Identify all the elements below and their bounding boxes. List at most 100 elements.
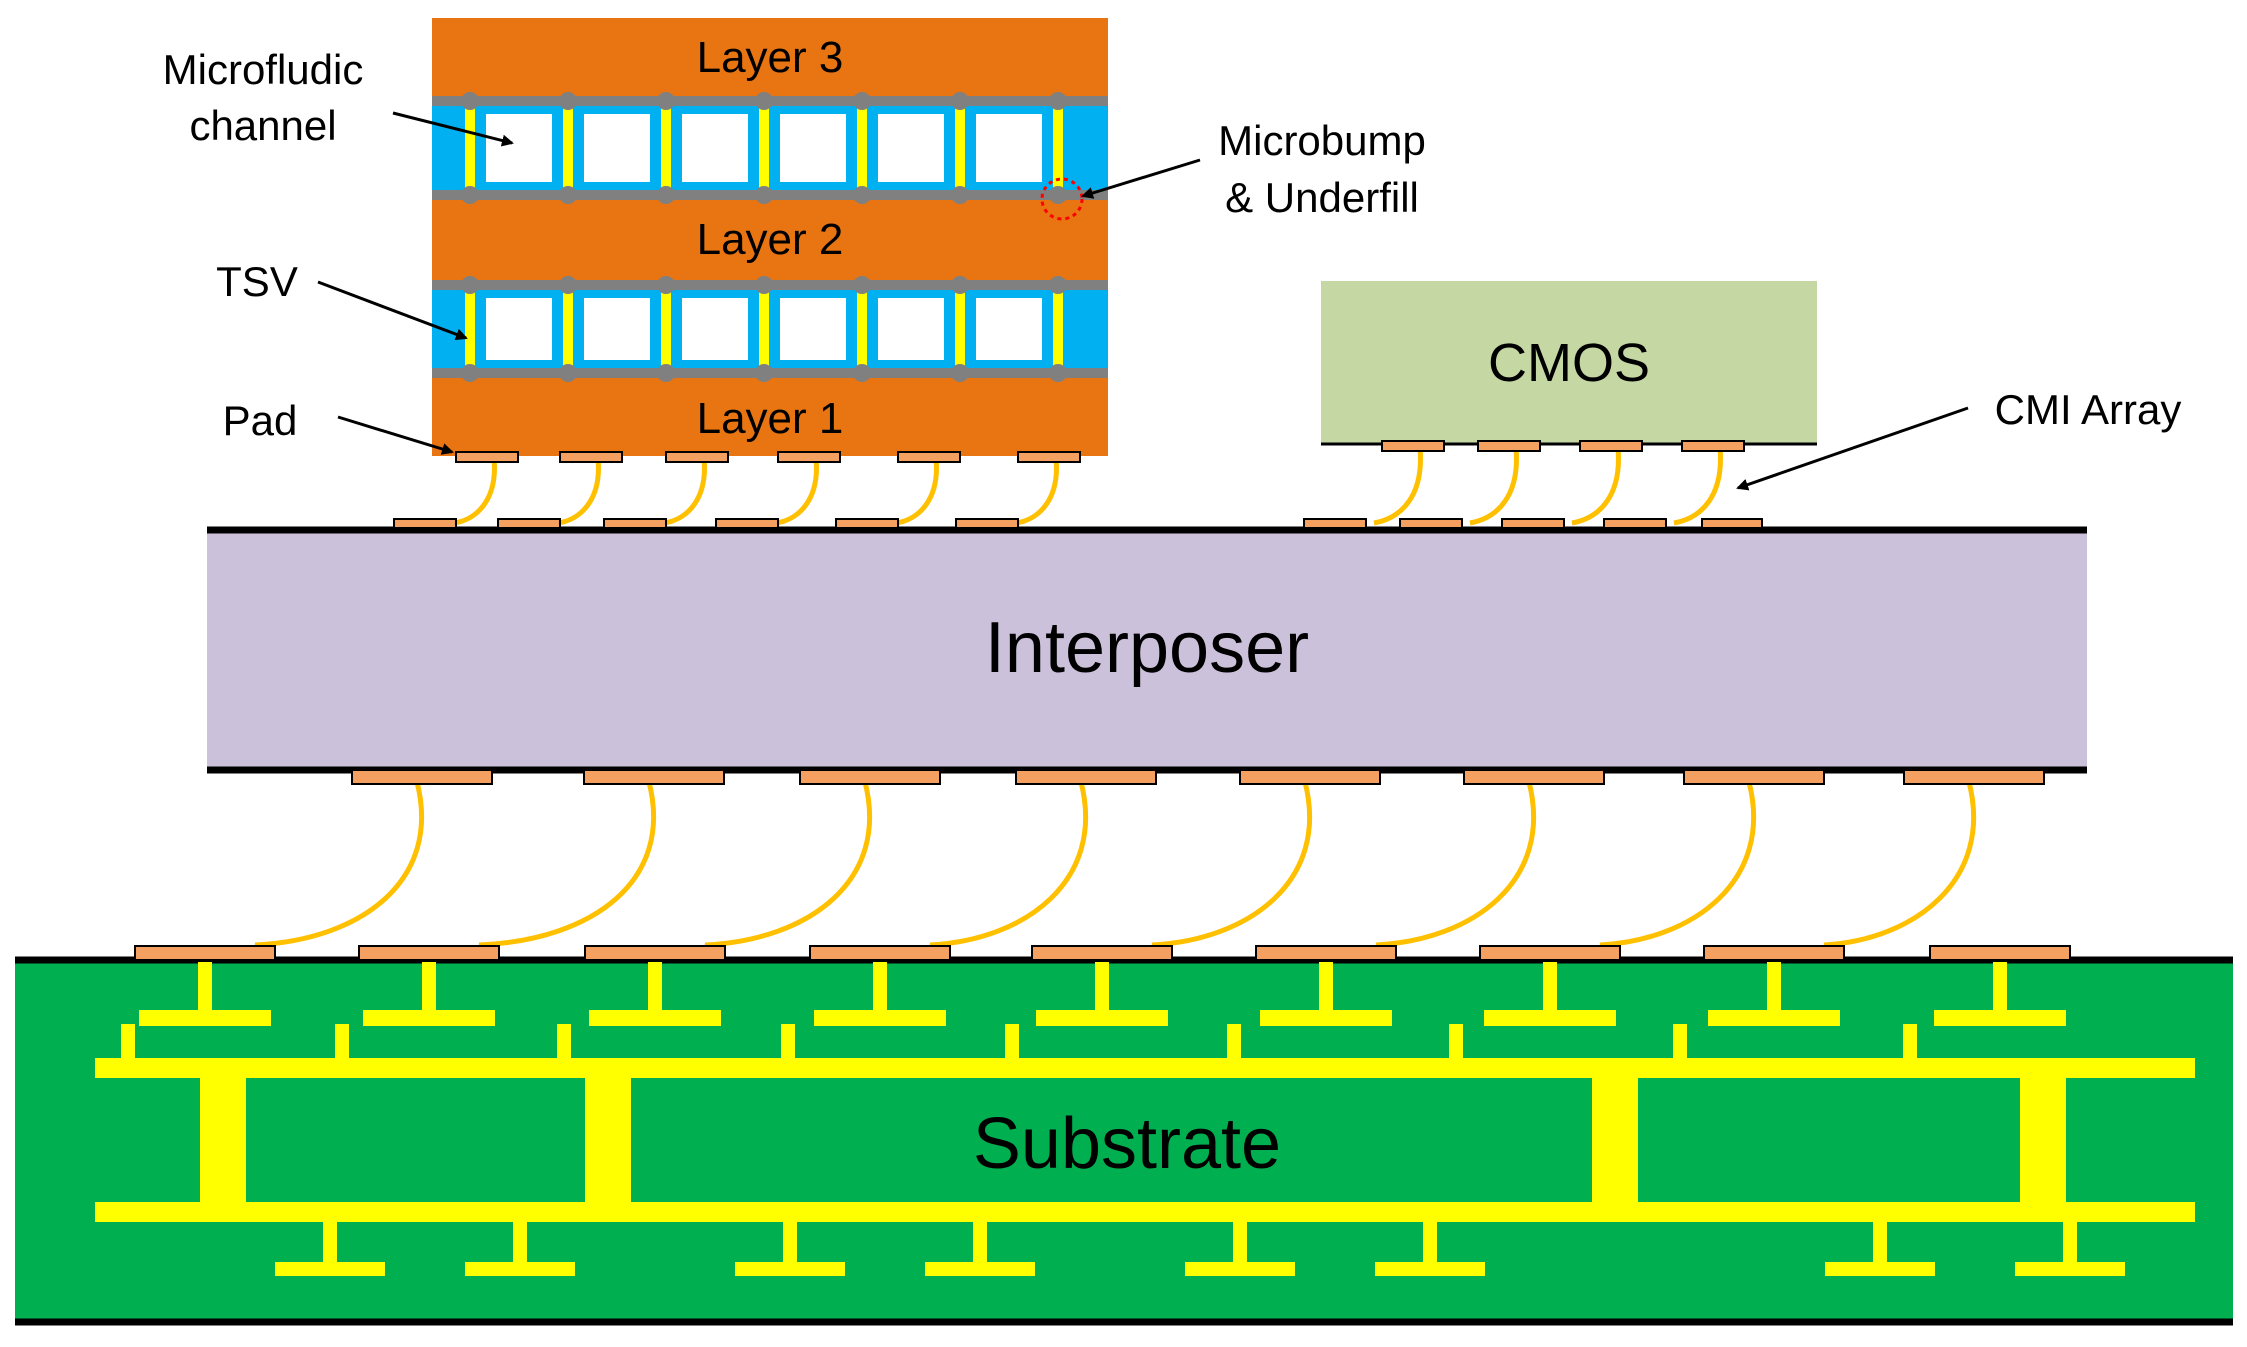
substrate-via (1543, 962, 1557, 1010)
substrate-trace (1484, 1010, 1616, 1026)
substrate-via (198, 962, 212, 1010)
cmi-wire (1571, 447, 1621, 526)
substrate-pillar (2020, 1078, 2066, 1202)
substrate-via (973, 1222, 987, 1268)
substrate-pad (1929, 945, 2071, 961)
microfluidic-channel (976, 114, 1042, 182)
substrate-via (1903, 1024, 1917, 1058)
microbump (559, 364, 577, 382)
microbump-label-line1: Microbump (1218, 117, 1426, 164)
interposer-top-pad (1399, 518, 1463, 529)
interposer-wire (704, 781, 873, 958)
tsv (661, 290, 671, 368)
microbump (657, 92, 675, 110)
substrate-pad (809, 945, 951, 961)
substrate-trace (1260, 1010, 1392, 1026)
substrate-trace (465, 1262, 575, 1276)
interposer-bottom-pad (351, 769, 493, 785)
substrate-via (648, 962, 662, 1010)
interposer-top-pad (1603, 518, 1667, 529)
interposer-top-pad (1701, 518, 1763, 529)
microbump (853, 92, 871, 110)
microbump (559, 276, 577, 294)
microbump (755, 92, 773, 110)
substrate-via (1767, 962, 1781, 1010)
cmos-pad (1381, 440, 1445, 452)
cmi-wire (557, 457, 601, 526)
tsv-label: TSV (216, 258, 298, 305)
stack-pad (897, 451, 961, 463)
substrate-trace (1934, 1010, 2066, 1026)
substrate-via (1449, 1024, 1463, 1058)
substrate-via (335, 1024, 349, 1058)
microbump-label-line2: & Underfill (1225, 174, 1419, 221)
tsv (465, 290, 475, 368)
stack-pad (777, 451, 841, 463)
stack-pad (559, 451, 623, 463)
substrate-trace (1708, 1010, 1840, 1026)
microfluidic-channel (584, 114, 650, 182)
layer-3-label: Layer 3 (697, 33, 844, 82)
tsv (563, 290, 573, 368)
layer-1-label: Layer 1 (697, 394, 844, 443)
substrate-pad (1255, 945, 1397, 961)
interposer-wire (929, 781, 1089, 958)
interposer-top-pad (835, 518, 899, 529)
tsv (661, 106, 671, 190)
microfluidic-channel (780, 298, 846, 360)
substrate-via (557, 1024, 571, 1058)
substrate-pad (358, 945, 500, 961)
substrate-trace (2015, 1262, 2125, 1276)
substrate-trace (1185, 1262, 1295, 1276)
interposer-bottom-pad (1015, 769, 1157, 785)
microbump (853, 364, 871, 382)
interposer-top-pad (955, 518, 1019, 529)
layer-3 (432, 18, 1108, 96)
interposer-bottom-pad (583, 769, 725, 785)
stack-pad (665, 451, 729, 463)
interposer-wire (1375, 781, 1537, 958)
substrate-via (781, 1024, 795, 1058)
microbump (755, 186, 773, 204)
substrate-pillar (585, 1078, 631, 1202)
microbump (657, 186, 675, 204)
microfluidic-channel (780, 114, 846, 182)
substrate-pad (134, 945, 276, 961)
cmos-cmi-interconnects (1303, 440, 1763, 529)
substrate-pad (584, 945, 726, 961)
tsv (759, 290, 769, 368)
microfluidic-channel (486, 114, 552, 182)
microbump (461, 276, 479, 294)
substrate-via (513, 1222, 527, 1268)
substrate-via (1005, 1024, 1019, 1058)
stack-pad (455, 451, 519, 463)
microbump (951, 92, 969, 110)
interposer-wire (1151, 781, 1313, 958)
interposer-body (207, 530, 2087, 770)
substrate-pad (1703, 945, 1845, 961)
cmi-wire (1673, 447, 1723, 526)
interposer-top-pad (1501, 518, 1565, 529)
microbump (951, 364, 969, 382)
substrate-bus (95, 1202, 2195, 1222)
microfluidic-channel (682, 114, 748, 182)
substrate-via (1227, 1024, 1241, 1058)
cmi-wire (1015, 457, 1059, 526)
substrate-trace (139, 1010, 271, 1026)
substrate-trace (925, 1262, 1035, 1276)
substrate-via (1993, 962, 2007, 1010)
interposer-label: Interposer (985, 608, 1309, 688)
substrate-wiring (95, 962, 2195, 1276)
substrate-trace (363, 1010, 495, 1026)
tsv (955, 106, 965, 190)
substrate-via (422, 962, 436, 1010)
pad-arrow (337, 415, 454, 455)
substrate-via (783, 1222, 797, 1268)
tsv (1053, 106, 1063, 190)
microfluidic-channel (878, 298, 944, 360)
interposer-wire (1823, 781, 1977, 958)
microbump (657, 276, 675, 294)
tsv (759, 106, 769, 190)
tsv (955, 290, 965, 368)
